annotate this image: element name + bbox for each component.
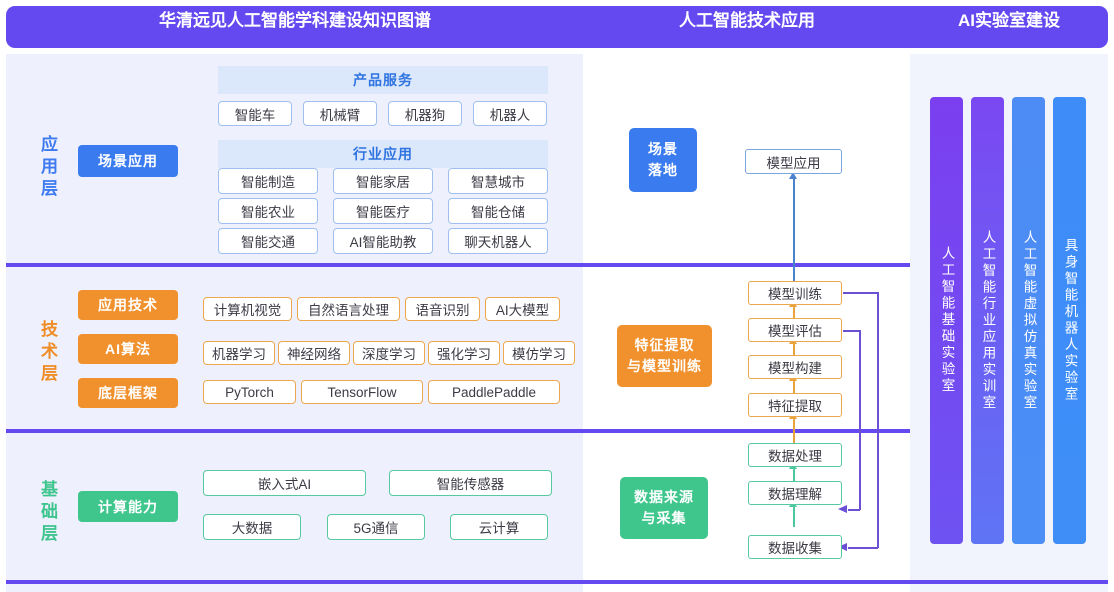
item-box[interactable]: 智慧城市 bbox=[448, 168, 548, 194]
flow-connector-train-to-apply bbox=[793, 178, 795, 283]
item-box[interactable]: 智能车 bbox=[218, 101, 292, 126]
lab-bar-ai-virtual-simulation[interactable]: 人工智能虚拟仿真实验室 bbox=[1012, 97, 1045, 544]
feedback-connector bbox=[859, 330, 861, 510]
flow-box-data-understanding[interactable]: 数据理解 bbox=[748, 481, 842, 505]
header-title-ai-lab-construction: AI实验室建设 bbox=[958, 11, 1060, 30]
item-box[interactable]: 智能传感器 bbox=[389, 470, 552, 496]
layer-label-application: 应用层 bbox=[38, 135, 57, 201]
item-box[interactable]: 自然语言处理 bbox=[297, 297, 400, 321]
item-box[interactable]: 云计算 bbox=[450, 514, 548, 540]
flow-box-feature-extraction[interactable]: 特征提取 bbox=[748, 393, 842, 417]
header-bar bbox=[6, 6, 1108, 48]
lab-bar-ai-foundation[interactable]: 人工智能基础实验室 bbox=[930, 97, 963, 544]
item-box[interactable]: 嵌入式AI bbox=[203, 470, 366, 496]
item-box[interactable]: 深度学习 bbox=[353, 341, 425, 365]
flow-connector-feature-to-build bbox=[793, 380, 795, 401]
item-box[interactable]: 5G通信 bbox=[327, 514, 425, 540]
stage-line: 与采集 bbox=[641, 510, 687, 526]
banner-product-service: 产品服务 bbox=[218, 66, 548, 94]
item-box[interactable]: 智能制造 bbox=[218, 168, 318, 194]
stage-line: 场景 bbox=[648, 141, 678, 157]
item-box[interactable]: 强化学习 bbox=[428, 341, 500, 365]
item-box[interactable]: 智能家居 bbox=[333, 168, 433, 194]
stage-pill-data-source-collection[interactable]: 数据来源 与采集 bbox=[620, 477, 708, 539]
item-box[interactable]: 机器人 bbox=[473, 101, 547, 126]
item-box[interactable]: 计算机视觉 bbox=[203, 297, 292, 321]
flow-connector-understand-to-process bbox=[793, 468, 795, 489]
header-title-ai-tech-application: 人工智能技术应用 bbox=[679, 11, 815, 30]
pill-computing-power[interactable]: 计算能力 bbox=[78, 491, 178, 522]
item-box[interactable]: 智能交通 bbox=[218, 228, 318, 254]
flow-connector-evaluate-to-train bbox=[793, 306, 795, 326]
lab-bar-embodied-ai-robot[interactable]: 具身智能机器人实验室 bbox=[1053, 97, 1086, 544]
divider-technology-foundation bbox=[6, 429, 910, 433]
stage-pill-feature-model-training[interactable]: 特征提取 与模型训练 bbox=[617, 325, 712, 387]
item-box[interactable]: PaddlePaddle bbox=[428, 380, 560, 404]
flow-box-model-evaluation[interactable]: 模型评估 bbox=[748, 318, 842, 342]
flow-box-model-construction[interactable]: 模型构建 bbox=[748, 355, 842, 379]
divider-application-technology bbox=[6, 263, 910, 267]
arrow-left-icon bbox=[838, 505, 847, 513]
stage-line: 与模型训练 bbox=[627, 358, 702, 374]
stage-pill-scene-landing[interactable]: 场景 落地 bbox=[629, 128, 697, 192]
pill-scene-application[interactable]: 场景应用 bbox=[78, 145, 178, 177]
stage-line: 落地 bbox=[648, 162, 678, 178]
flow-connector-collect-to-understand bbox=[793, 506, 795, 527]
item-box[interactable]: 大数据 bbox=[203, 514, 301, 540]
pill-base-framework[interactable]: 底层框架 bbox=[78, 378, 178, 408]
item-box[interactable]: 智能农业 bbox=[218, 198, 318, 224]
item-box[interactable]: 聊天机器人 bbox=[448, 228, 548, 254]
feedback-connector bbox=[877, 292, 879, 548]
flow-connector-build-to-evaluate bbox=[793, 343, 795, 363]
item-box[interactable]: 智能仓储 bbox=[448, 198, 548, 224]
flow-box-model-training[interactable]: 模型训练 bbox=[748, 281, 842, 305]
item-box[interactable]: 机械臂 bbox=[303, 101, 377, 126]
item-box[interactable]: 神经网络 bbox=[278, 341, 350, 365]
item-box[interactable]: 机器狗 bbox=[388, 101, 462, 126]
item-box[interactable]: 智能医疗 bbox=[333, 198, 433, 224]
item-box[interactable]: TensorFlow bbox=[301, 380, 423, 404]
stage-line: 特征提取 bbox=[634, 337, 695, 353]
arrow-left-icon bbox=[838, 543, 847, 551]
feedback-connector bbox=[843, 292, 879, 294]
flow-box-data-processing[interactable]: 数据处理 bbox=[748, 443, 842, 467]
flow-box-data-collection[interactable]: 数据收集 bbox=[748, 535, 842, 559]
stage-line: 数据来源 bbox=[634, 489, 694, 505]
layer-label-foundation: 基础层 bbox=[38, 480, 57, 546]
item-box[interactable]: PyTorch bbox=[203, 380, 296, 404]
item-box[interactable]: 语音识别 bbox=[405, 297, 480, 321]
feedback-connector bbox=[843, 330, 861, 332]
flow-box-model-application[interactable]: 模型应用 bbox=[745, 149, 842, 174]
header-title-knowledge-graph: 华清远见人工智能学科建设知识图谱 bbox=[159, 11, 431, 30]
item-box[interactable]: AI大模型 bbox=[485, 297, 560, 321]
banner-industry-application: 行业应用 bbox=[218, 140, 548, 168]
feedback-connector bbox=[848, 509, 860, 511]
flow-connector-process-to-feature bbox=[793, 418, 795, 445]
item-box[interactable]: 机器学习 bbox=[203, 341, 275, 365]
pill-application-technology[interactable]: 应用技术 bbox=[78, 290, 178, 320]
item-box[interactable]: 模仿学习 bbox=[503, 341, 575, 365]
divider-bottom bbox=[6, 580, 1108, 584]
lab-bar-ai-industry-application[interactable]: 人工智能行业应用实训室 bbox=[971, 97, 1004, 544]
layer-label-technology: 技术层 bbox=[38, 320, 57, 386]
arrow-up-icon bbox=[789, 172, 797, 179]
item-box[interactable]: AI智能助教 bbox=[333, 228, 433, 254]
pill-ai-algorithm[interactable]: AI算法 bbox=[78, 334, 178, 364]
feedback-connector bbox=[848, 547, 878, 549]
